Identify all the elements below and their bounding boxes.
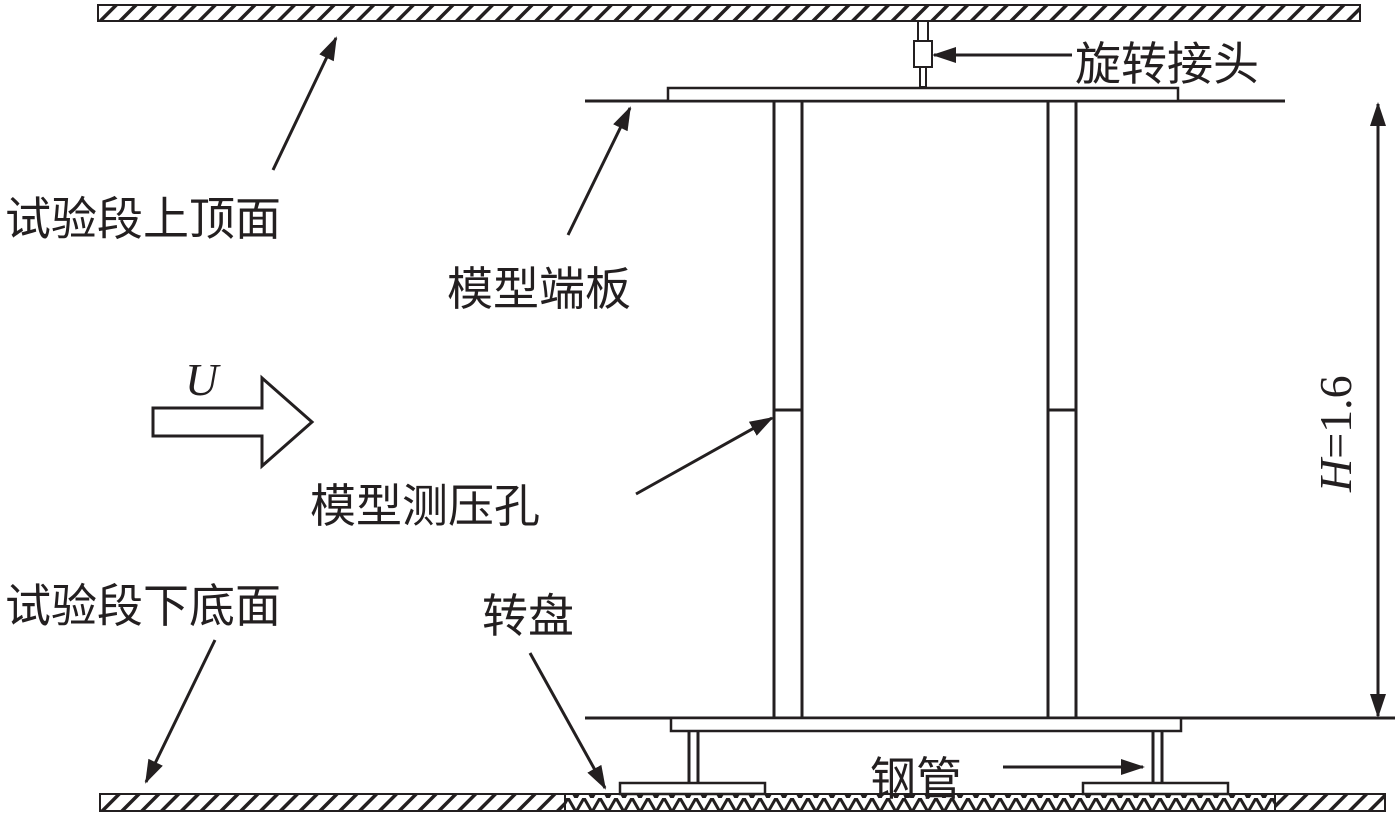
- steel-pipes: [687, 731, 1164, 783]
- leader-arrows: [144, 36, 1145, 790]
- test-section-bottom-label: 试验段下底面: [5, 579, 281, 633]
- test-section-top-label: 试验段上顶面: [5, 192, 281, 246]
- test-section-bottom-wall: [99, 793, 1386, 812]
- bottom-end-plate: [585, 716, 1395, 733]
- turntable-label: 转盘: [482, 589, 574, 643]
- height-label: H=1.6: [1310, 375, 1361, 493]
- rotary-joint-label: 旋转接头: [1075, 37, 1259, 91]
- turntable-plates: [618, 781, 1230, 796]
- test-section-top-wall: [97, 4, 1361, 22]
- rotary-joint: [913, 20, 933, 88]
- model-body: [772, 101, 1078, 718]
- steel-pipe-label: 钢管: [870, 752, 962, 806]
- pressure-taps-label: 模型测压孔: [310, 479, 540, 533]
- flow-arrow: [151, 374, 315, 470]
- model-end-plate-label: 模型端板: [447, 262, 631, 316]
- flow-velocity-symbol: U: [185, 354, 221, 405]
- top-end-plate: [585, 86, 1285, 103]
